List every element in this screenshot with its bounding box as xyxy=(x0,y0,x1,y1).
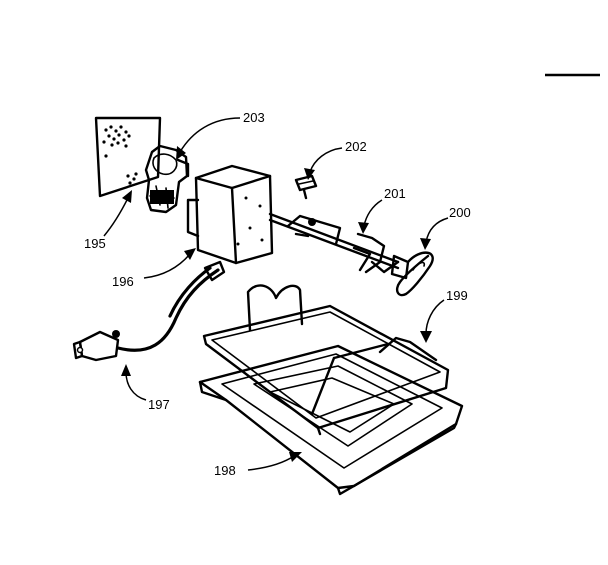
label-203: 203 xyxy=(243,110,265,125)
part-197-cord xyxy=(72,260,226,362)
part-203-motor-bracket xyxy=(144,144,190,214)
label-199: 199 xyxy=(446,288,468,303)
part-198-drip-pan xyxy=(198,344,464,496)
part-196-motor-box xyxy=(186,164,274,265)
label-200: 200 xyxy=(449,205,471,220)
label-197: 197 xyxy=(148,397,170,412)
part-202-screw xyxy=(294,174,318,200)
label-202: 202 xyxy=(345,139,367,154)
label-201: 201 xyxy=(384,186,406,201)
part-199-rack xyxy=(202,284,450,436)
label-195: 195 xyxy=(84,236,106,251)
part-195-plate xyxy=(94,116,162,198)
label-196: 196 xyxy=(112,274,134,289)
label-198: 198 xyxy=(214,463,236,478)
part-201-spit-rod xyxy=(268,212,400,274)
leaders xyxy=(103,117,449,471)
part-200-handle xyxy=(390,251,434,297)
